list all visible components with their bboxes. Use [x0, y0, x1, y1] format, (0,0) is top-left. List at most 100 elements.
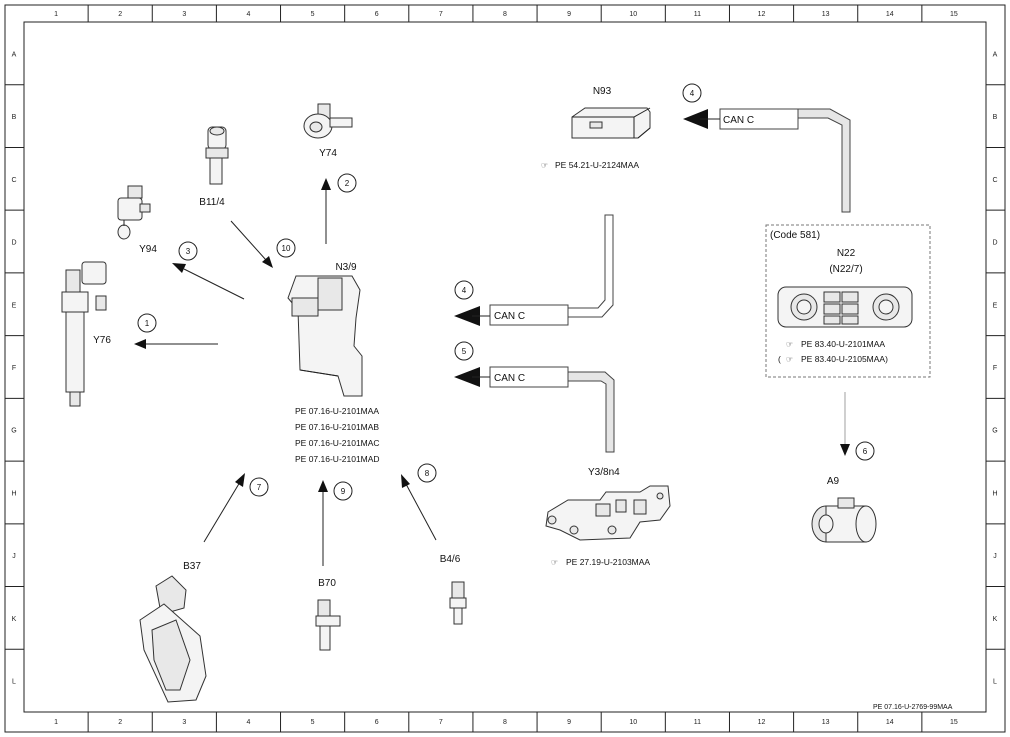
svg-text:5: 5: [462, 347, 467, 356]
grid-column-label: 8: [503, 11, 507, 18]
can-c-bus-top: CAN C: [683, 108, 851, 213]
grid-labels: 1122334455667788991010111112121313141415…: [11, 11, 997, 726]
callout-5: [454, 341, 474, 361]
grid-column-label: 13: [822, 719, 830, 726]
b37-label: B37: [183, 561, 201, 572]
y76-injector: [61, 261, 107, 407]
b4-6-label: B4/6: [440, 554, 461, 565]
svg-text:4: 4: [462, 286, 467, 295]
b37-pedal-sensor: [139, 575, 207, 703]
can-c-low-label: CAN C: [494, 373, 525, 384]
grid-column-label: 11: [694, 719, 701, 726]
n3-9-ref-3: PE 07.16-U-2101MAC: [295, 438, 380, 448]
grid-row-label: H: [992, 490, 997, 497]
n3-9-label: N3/9: [335, 262, 357, 273]
grid-row-label: G: [992, 428, 997, 435]
arrow-left-icon: [454, 306, 480, 326]
n93-ref: ☞ PE 54.21-U-2124MAA: [541, 160, 639, 170]
svg-text:1: 1: [145, 319, 150, 328]
grid-row-label: E: [12, 302, 17, 309]
grid-column-label: 1: [54, 719, 58, 726]
n22-ref-2: PE 83.40-U-2105MAA): [801, 354, 888, 364]
pointer-hand-icon: ☞: [541, 161, 548, 170]
svg-text:7: 7: [257, 483, 262, 492]
grid-column-label: 2: [118, 11, 122, 18]
arrow-down-icon: [840, 444, 850, 456]
svg-text:8: 8: [425, 469, 430, 478]
can-c-bus-low: CAN C: [454, 366, 615, 453]
pointer-hand-icon: ☞: [786, 340, 793, 349]
n3-9-ref-2: PE 07.16-U-2101MAB: [295, 422, 379, 432]
grid-column-label: 11: [694, 11, 701, 18]
grid-row-label: D: [11, 240, 16, 247]
n3-9-ref-4: PE 07.16-U-2101MAD: [295, 454, 380, 464]
grid-column-label: 2: [118, 719, 122, 726]
arrow-left-icon: [683, 109, 708, 129]
b11-4-sensor: [205, 126, 229, 185]
arrow-left-icon: [454, 367, 480, 387]
grid-column-label: 5: [311, 11, 315, 18]
grid-column-label: 3: [182, 719, 186, 726]
grid-column-label: 12: [758, 719, 766, 726]
y3-8n4-ref: ☞ PE 27.19-U-2103MAA: [551, 557, 650, 567]
grid-ticks: [5, 5, 1005, 732]
grid-row-label: G: [11, 428, 16, 435]
grid-row-label: K: [993, 616, 998, 623]
grid-row-label: A: [12, 51, 17, 58]
grid-column-label: 8: [503, 719, 507, 726]
can-c-mid-label: CAN C: [494, 311, 525, 322]
pointer-hand-icon: ☞: [551, 558, 558, 567]
grid-column-label: 4: [247, 11, 251, 18]
grid-column-label: 7: [439, 719, 443, 726]
n3-9-refs: PE 07.16-U-2101MAA PE 07.16-U-2101MAB PE…: [295, 406, 380, 464]
grid-column-label: 10: [629, 11, 637, 18]
y74-valve: [303, 103, 353, 139]
grid-column-label: 7: [439, 11, 443, 18]
svg-text:2: 2: [345, 179, 350, 188]
n22-code: (Code 581): [770, 230, 820, 241]
can-c-top-label: CAN C: [723, 115, 754, 126]
grid-row-label: A: [993, 51, 998, 58]
grid-column-label: 9: [567, 11, 571, 18]
svg-text:9: 9: [341, 487, 346, 496]
b11-4-label: B11/4: [199, 197, 225, 208]
grid-column-label: 12: [758, 11, 766, 18]
outer-frame: [4, 4, 1006, 733]
grid-column-label: 4: [247, 719, 251, 726]
y76-label: Y76: [93, 335, 111, 346]
n22-option-box: [765, 224, 931, 378]
grid-column-label: 3: [182, 11, 186, 18]
grid-row-label: K: [12, 616, 17, 623]
grid-column-label: 10: [629, 719, 637, 726]
grid-column-label: 13: [822, 11, 830, 18]
n93-module: [571, 107, 651, 139]
n93-ref-text: PE 54.21-U-2124MAA: [555, 160, 639, 170]
n22-ref-1: PE 83.40-U-2101MAA: [801, 339, 885, 349]
n22-sublabel: (N22/7): [829, 264, 862, 275]
b4-6-sensor: [449, 581, 467, 625]
grid-row-label: F: [12, 365, 16, 372]
grid-row-label: B: [12, 114, 17, 121]
n22-refs: ☞ PE 83.40-U-2101MAA ( ☞ PE 83.40-U-2105…: [778, 339, 888, 364]
grid-column-label: 15: [950, 719, 958, 726]
grid-row-label: L: [12, 679, 16, 686]
callout-4-top: [682, 83, 702, 103]
n3-9-ref-1: PE 07.16-U-2101MAA: [295, 406, 379, 416]
n22-climate-panel: [777, 286, 913, 328]
callout-6: [855, 441, 875, 461]
y3-8n4-module: [545, 485, 671, 541]
grid-row-label: D: [992, 240, 997, 247]
grid-column-label: 14: [886, 11, 894, 18]
y3-8n4-label: Y3/8n4: [588, 467, 620, 478]
grid-row-label: C: [992, 177, 997, 184]
a9-label: A9: [827, 476, 840, 487]
y94-valve: [117, 185, 151, 240]
grid-row-label: H: [11, 490, 16, 497]
n22-ref-2-prefix: (: [778, 354, 781, 364]
grid-row-label: B: [993, 114, 998, 121]
grid-column-label: 14: [886, 719, 894, 726]
callout-4-mid: [454, 280, 474, 300]
grid-row-label: J: [993, 553, 997, 560]
grid-column-label: 9: [567, 719, 571, 726]
document-reference: PE 07.16-U-2769-99MAA: [873, 704, 953, 711]
